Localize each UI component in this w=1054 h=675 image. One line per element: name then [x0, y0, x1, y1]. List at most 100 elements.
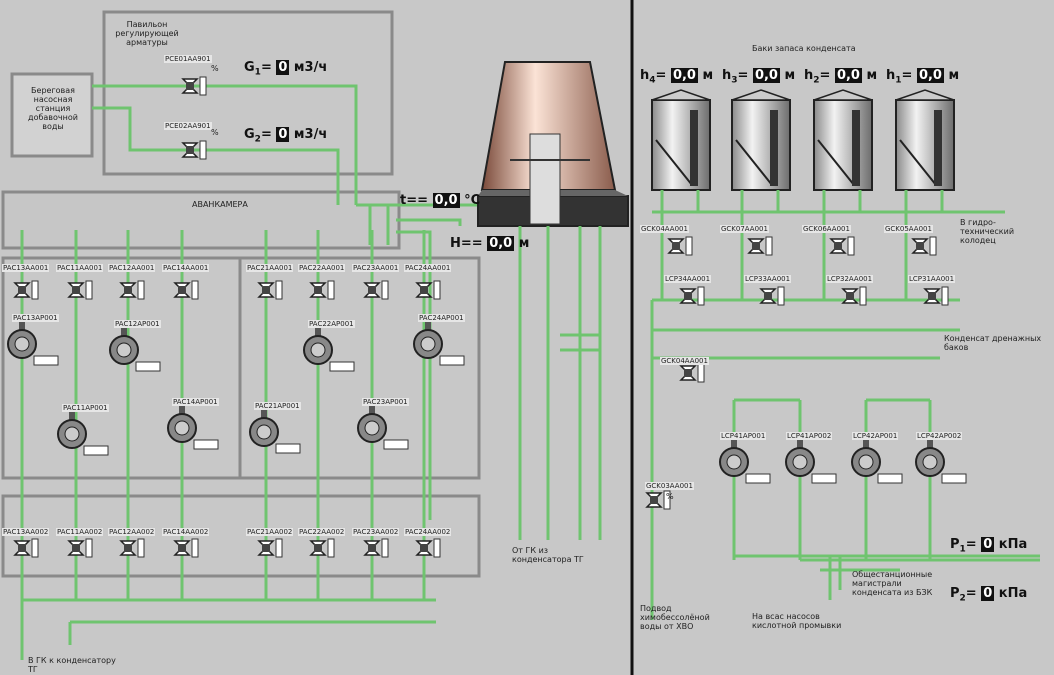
valve-pac24aa001[interactable]	[415, 280, 441, 300]
valve-pac21aa002[interactable]	[257, 538, 283, 558]
valve-tag: GCK05AA001	[884, 225, 933, 233]
valve-pac22aa002[interactable]	[309, 538, 335, 558]
tank-level-3: h3= 0,0 м	[722, 68, 796, 86]
valve-tag-top: PAC11AA001	[56, 264, 104, 272]
valve-tag-bottom: PAC24AA002	[404, 528, 452, 536]
pump-pac12ap001[interactable]	[109, 326, 161, 372]
condensate-tank-4	[651, 89, 711, 191]
pump-tag: PAC22AP001	[308, 320, 355, 328]
avankamera-label: АВАНКАМЕРА	[192, 200, 248, 209]
pump-lcp42ap001[interactable]	[851, 438, 903, 484]
valve-gck04aa001[interactable]	[679, 363, 705, 383]
pump-tag: LCP41AP002	[786, 432, 833, 440]
valve-tag-bottom: PAC23AA002	[352, 528, 400, 536]
valve-pac24aa002[interactable]	[415, 538, 441, 558]
xvo-note: Подвод химобессолёной воды от ХВО	[640, 604, 710, 631]
valve-tag-g2: PCE02AA901	[164, 122, 212, 130]
valve-tag-bottom: PAC14AA002	[162, 528, 210, 536]
valve-pac12aa001[interactable]	[119, 280, 145, 300]
valve-tag-bottom: PAC12AA002	[108, 528, 156, 536]
from-gk-note: От ГК из конденсатора ТГ	[512, 546, 584, 564]
pump-pac14ap001[interactable]	[167, 404, 219, 450]
valve-gck07aa001[interactable]	[747, 236, 773, 256]
valve-tag: LCP31AA001	[908, 275, 956, 283]
valve-pac11aa001[interactable]	[67, 280, 93, 300]
valve-pac22aa001[interactable]	[309, 280, 335, 300]
valve-tag: GCK07AA001	[720, 225, 769, 233]
valve-pac23aa001[interactable]	[363, 280, 389, 300]
drain-note: Конденсат дренажных баков	[944, 334, 1042, 352]
valve-pac11aa002[interactable]	[67, 538, 93, 558]
valve-lcp34aa001[interactable]	[679, 286, 705, 306]
valve-tag: GCK04AA001	[640, 225, 689, 233]
condensate-tank-2	[813, 89, 873, 191]
valve-tag-top: PAC24AA001	[404, 264, 452, 272]
pressure-p2-readout: P2= 0 кПа	[950, 586, 1028, 604]
pump-pac22ap001[interactable]	[303, 326, 355, 372]
pump-pac24ap001[interactable]	[413, 320, 465, 366]
pump-pac21ap001[interactable]	[249, 408, 301, 454]
valve-tag-top: PAC12AA001	[108, 264, 156, 272]
percent-unit-g1: %	[211, 64, 219, 73]
valve-lcp32aa001[interactable]	[841, 286, 867, 306]
valve-tag-g1: PCE01AA901	[164, 55, 212, 63]
pump-pac13ap001[interactable]	[7, 320, 59, 366]
valve-pac23aa002[interactable]	[363, 538, 389, 558]
valve-pce02aa901[interactable]	[181, 140, 207, 160]
shore-station-label: Береговая насосная станция добавочной во…	[28, 86, 78, 131]
pump-tag: PAC14AP001	[172, 398, 219, 406]
pump-tag: LCP42AP002	[916, 432, 963, 440]
pump-tag: PAC23AP001	[362, 398, 409, 406]
valve-tag: LCP34AA001	[664, 275, 712, 283]
level-readout: H== 0,0 м	[450, 236, 530, 251]
flow-g1-readout: G1= 0 м3/ч	[244, 60, 328, 78]
valve-tag: LCP32AA001	[826, 275, 874, 283]
pump-tag: PAC11AP001	[62, 404, 109, 412]
valve-pac12aa002[interactable]	[119, 538, 145, 558]
pump-lcp41ap002[interactable]	[785, 438, 837, 484]
pump-tag: PAC21AP001	[254, 402, 301, 410]
valve-tag-bottom: PAC11AA002	[56, 528, 104, 536]
valve-pac13aa002[interactable]	[13, 538, 39, 558]
tanks-title: Баки запаса конденсата	[752, 44, 856, 53]
valve-gck04aa001[interactable]	[667, 236, 693, 256]
pump-pac23ap001[interactable]	[357, 404, 409, 450]
valve-pac14aa002[interactable]	[173, 538, 199, 558]
valve-gck06aa001[interactable]	[829, 236, 855, 256]
valve-tag-top: PAC14AA001	[162, 264, 210, 272]
valve-lcp31aa001[interactable]	[923, 286, 949, 306]
condensate-tank-1	[895, 89, 955, 191]
pump-lcp42ap002[interactable]	[915, 438, 967, 484]
valve-pac21aa001[interactable]	[257, 280, 283, 300]
pressure-p1-readout: P1= 0 кПа	[950, 537, 1028, 555]
valve-tag: GCK06AA001	[802, 225, 851, 233]
condensate-tank-3	[731, 89, 791, 191]
valve-tag-bottom: PAC13AA002	[2, 528, 50, 536]
valve-lcp33aa001[interactable]	[759, 286, 785, 306]
flow-g2-readout: G2= 0 м3/ч	[244, 127, 328, 145]
pump-pac11ap001[interactable]	[57, 410, 109, 456]
to-gk-note: В ГК к конденсатору ТГ	[28, 656, 116, 674]
pump-lcp41ap001[interactable]	[719, 438, 771, 484]
tank-level-1: h1= 0,0 м	[886, 68, 960, 86]
pump-tag: PAC13AP001	[12, 314, 59, 322]
percent-unit-g2: %	[211, 128, 219, 137]
valve-tag-top: PAC23AA001	[352, 264, 400, 272]
valve-tag: LCP33AA001	[744, 275, 792, 283]
valve-pac14aa001[interactable]	[173, 280, 199, 300]
tank-level-2: h2= 0,0 м	[804, 68, 878, 86]
valve-gck05aa001[interactable]	[911, 236, 937, 256]
bzk-note: Общестанционные магистрали конденсата из…	[852, 570, 933, 597]
valve-tag-top: PAC22AA001	[298, 264, 346, 272]
valve-pce01aa901[interactable]	[181, 76, 207, 96]
valve-tag-top: PAC13AA001	[2, 264, 50, 272]
tank-level-4: h4= 0,0 м	[640, 68, 714, 86]
pump-tag: PAC12AP001	[114, 320, 161, 328]
temperature-readout: t== 0,0 °C	[400, 193, 481, 208]
valve-tag-top: PAC21AA001	[246, 264, 294, 272]
to-gtk-note: В гидро- технический колодец	[960, 218, 1015, 245]
valve-gck03aa001[interactable]	[645, 490, 671, 510]
valve-tag: GCK03AA001	[645, 482, 694, 490]
valve-pac13aa001[interactable]	[13, 280, 39, 300]
valve-tag-bottom: PAC22AA002	[298, 528, 346, 536]
